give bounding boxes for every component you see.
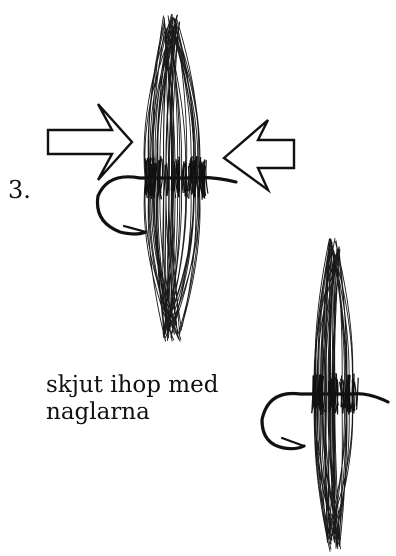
caption-line-1: skjut ihop med <box>46 372 218 399</box>
step-number: 3. <box>8 178 31 202</box>
arrow-right-outline-icon <box>48 104 132 180</box>
hackle-wrap-stroke <box>171 164 172 190</box>
instruction-caption: skjut ihop med naglarna <box>46 372 218 426</box>
hackle-wrap-stroke <box>354 374 355 412</box>
caption-line-2: naglarna <box>46 399 218 426</box>
arrow-left-outline-icon <box>224 120 294 190</box>
hackle-wrap-stroke <box>195 160 196 192</box>
upper-hook-barb <box>124 226 146 232</box>
lower-hook-barb <box>282 438 304 446</box>
